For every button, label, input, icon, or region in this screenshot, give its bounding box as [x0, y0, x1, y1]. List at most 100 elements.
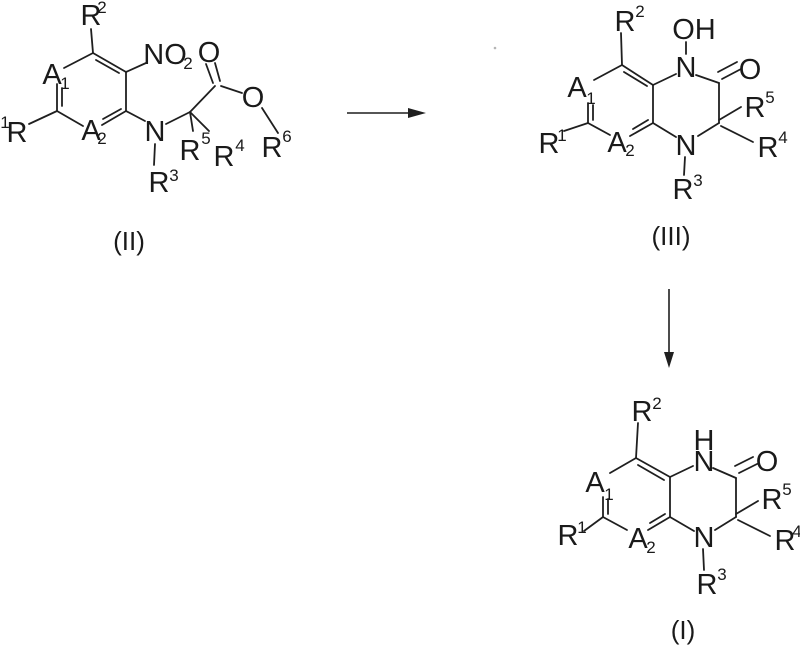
bond	[647, 516, 671, 531]
bond	[714, 516, 737, 531]
a1-label: A	[585, 467, 605, 499]
r1-label: R	[7, 117, 28, 149]
nh-h-label: H	[694, 425, 715, 457]
r1-label: R	[558, 520, 579, 552]
a2-sub: 2	[646, 538, 655, 557]
bond	[214, 62, 221, 82]
a1-label: A	[42, 59, 62, 91]
r3-label: R	[673, 174, 694, 206]
r2-sup: 2	[635, 2, 644, 21]
ester-o-label: O	[242, 82, 265, 114]
a2-sub: 2	[625, 141, 634, 160]
o-label: O	[756, 446, 779, 478]
r2-label: R	[632, 396, 653, 428]
double-bond-inner	[95, 59, 120, 74]
r1-sup: 1	[0, 113, 9, 132]
a2-label: A	[607, 127, 627, 159]
bond	[669, 465, 694, 478]
bond	[153, 143, 156, 166]
double-bond-inner	[623, 71, 648, 87]
r3-sup: 3	[169, 166, 178, 185]
r5-sup: 5	[201, 129, 210, 148]
r4-label: R	[758, 132, 779, 164]
reaction-arrow-right	[347, 108, 426, 118]
bond	[189, 111, 210, 132]
bond	[629, 122, 654, 137]
bond	[609, 457, 637, 474]
r5-label: R	[180, 135, 201, 167]
bond	[593, 64, 623, 81]
bond	[652, 73, 677, 86]
bond	[56, 110, 84, 127]
structure-III: R 2 A 1 A 2 R 1 OH N O R 5 R 4 N R 3 (II…	[539, 2, 788, 251]
n4-label: N	[676, 130, 697, 162]
r2-sup: 2	[97, 0, 106, 17]
r3-sup: 3	[693, 171, 702, 190]
bond	[718, 106, 742, 121]
a2-label: A	[81, 115, 101, 147]
bond	[63, 52, 94, 69]
n1-label: N	[676, 52, 697, 84]
bond	[702, 548, 705, 571]
double-bond-inner	[632, 119, 649, 130]
bond	[683, 156, 686, 176]
bond	[669, 516, 695, 532]
bond	[90, 28, 94, 54]
bond	[620, 32, 623, 66]
oh-label: OH	[672, 14, 716, 46]
double-bond-inner	[734, 456, 754, 467]
bond	[738, 463, 758, 474]
r5-sup: 5	[765, 88, 774, 107]
bond	[189, 85, 216, 113]
a2-sub: 2	[97, 129, 106, 148]
bond	[652, 122, 677, 138]
bond	[721, 68, 742, 80]
r5-sup: 5	[782, 480, 791, 499]
double-bond-inner	[649, 513, 666, 524]
r5-label: R	[762, 484, 783, 516]
r1-sup: 1	[577, 518, 586, 537]
bond	[635, 422, 639, 459]
carbonyl-o-label: O	[198, 37, 221, 69]
speck-dot	[493, 46, 497, 50]
double-bond-inner	[637, 464, 665, 481]
r2-label: R	[81, 0, 102, 32]
a2-label: A	[628, 523, 648, 555]
bond	[101, 110, 127, 126]
double-bond-inner	[717, 61, 738, 73]
caption-II: (II)	[113, 226, 145, 256]
r4-sup: 4	[792, 522, 800, 541]
bond	[583, 516, 604, 532]
r3-label: R	[149, 167, 170, 199]
no2-label: NO	[143, 39, 187, 71]
r6-label: R	[262, 132, 283, 164]
bond	[602, 516, 628, 531]
bond	[720, 125, 754, 143]
bond	[712, 467, 737, 479]
a1-sub: 1	[604, 485, 613, 504]
arrow-head	[664, 352, 674, 368]
structure-II: R 2 A 1 1 R A 2 NO 2 N R 3 R 5 R 4 O O R…	[0, 0, 291, 256]
bond	[587, 122, 611, 136]
bond	[563, 122, 589, 132]
r2-sup: 2	[652, 394, 661, 413]
bond	[189, 111, 194, 132]
double-bond-inner	[205, 63, 214, 84]
no2-sub: 2	[183, 54, 192, 73]
bond	[737, 519, 771, 537]
bond	[125, 110, 146, 122]
a1-sub: 1	[586, 89, 595, 108]
r4-label: R	[775, 525, 796, 557]
r4-sup: 4	[778, 128, 787, 147]
reaction-arrow-down	[664, 289, 674, 368]
n-label: N	[145, 116, 166, 148]
bond	[220, 85, 243, 94]
structure-I: R 2 A 1 A 2 R 1 H N O R 5 R 4 N R 3 (I)	[558, 394, 800, 645]
a1-sub: 1	[60, 74, 69, 93]
r3-label: R	[697, 569, 718, 601]
r4-label: R	[214, 141, 235, 173]
r5-label: R	[745, 92, 766, 124]
n1-label: N	[694, 446, 715, 478]
